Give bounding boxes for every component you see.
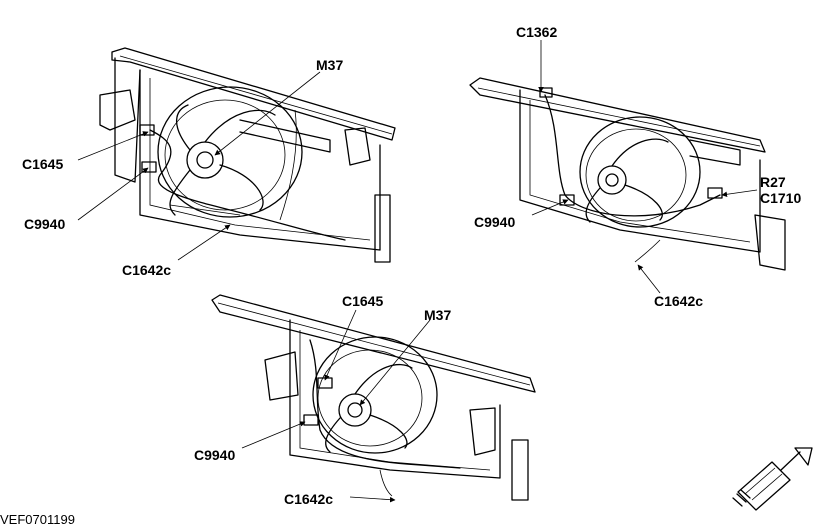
- leader-c1645-view3: [324, 309, 357, 381]
- leader-c1642c-view1: [177, 224, 231, 261]
- leader-m37-view1: [214, 71, 321, 156]
- leader-c1645-view1: [77, 131, 149, 161]
- leader-c9940-view1: [77, 167, 149, 221]
- label-c1642c-view2: C1642c: [654, 293, 704, 309]
- view-2-fan-assembly: [469, 77, 786, 271]
- label-c9940-view2: C9940: [474, 214, 516, 230]
- leader-m37-view3: [359, 319, 431, 406]
- leader-c9940-view2: [531, 199, 569, 216]
- connector-icon: [732, 447, 813, 511]
- figure-code: VEF0701199: [0, 512, 75, 527]
- leader-c9940-view3: [241, 421, 306, 449]
- view-1-fan-assembly: [99, 47, 396, 263]
- label-c1645-view1: C1645: [22, 156, 64, 172]
- label-c1362-view2: C1362: [516, 24, 558, 40]
- leader-c1642c-view3: [349, 496, 396, 503]
- label-c1710-view2: C1710: [760, 190, 802, 206]
- label-c1645-view3: C1645: [342, 293, 384, 309]
- label-r27-view2: R27: [760, 174, 786, 190]
- label-m37-view3: M37: [424, 307, 452, 323]
- leader-c1642c-view2: [637, 264, 661, 294]
- label-c1642c-view1: C1642c: [122, 262, 172, 278]
- label-c9940-view1: C9940: [24, 216, 66, 232]
- label-c1642c-view3: C1642c: [284, 491, 334, 507]
- leader-r27-c1710-view2: [721, 189, 758, 198]
- label-c9940-view3: C9940: [194, 447, 236, 463]
- label-m37-view1: M37: [316, 57, 344, 73]
- view-3-fan-assembly: [211, 294, 536, 501]
